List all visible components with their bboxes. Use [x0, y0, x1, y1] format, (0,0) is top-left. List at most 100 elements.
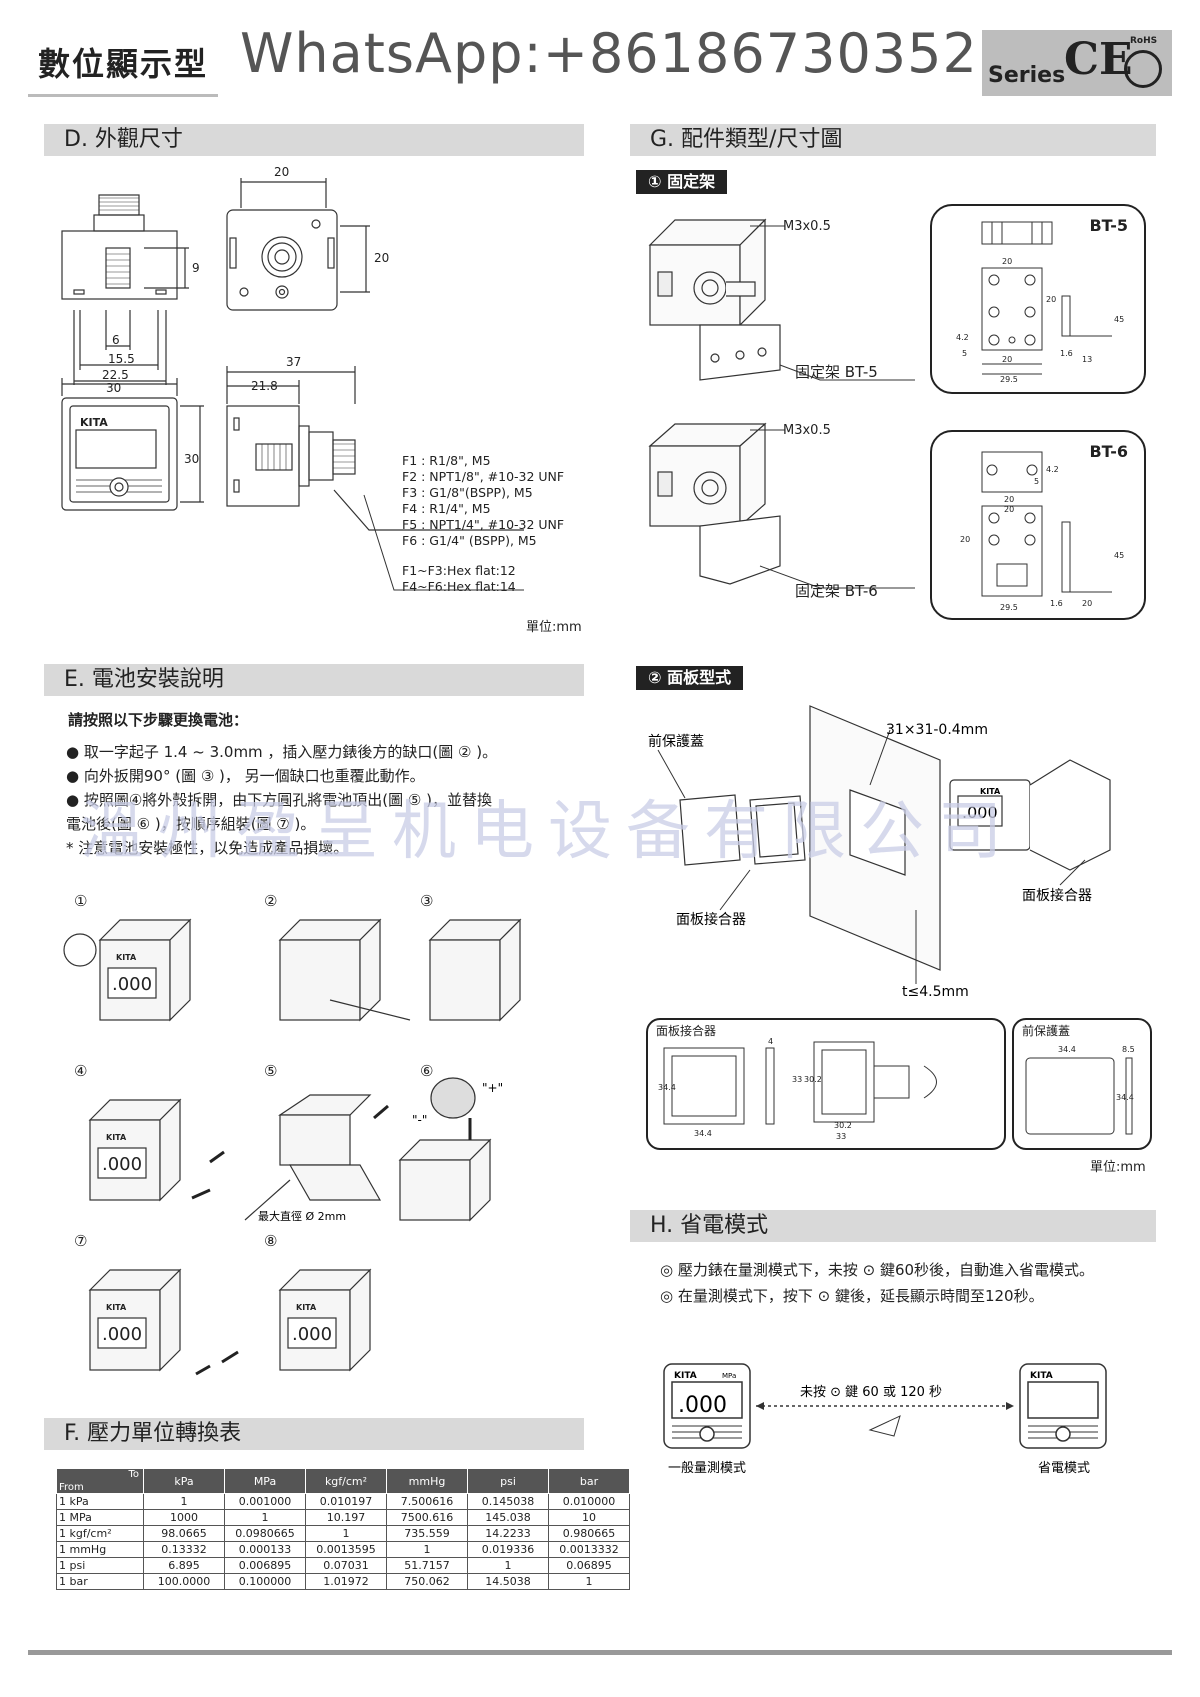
- battery-step-3b: 電池後(圖 ⑥ )，按順序組裝(圖 ⑦ )。: [66, 815, 316, 833]
- col-psi: psi: [467, 1468, 549, 1494]
- rohs-label: RoHS: [1130, 36, 1158, 46]
- adapter-dim-t: 4: [768, 1037, 773, 1046]
- fitting-f2: F2 : NPT1/8", #10-32 UNF: [402, 469, 564, 484]
- value-cell: 10: [548, 1509, 630, 1526]
- panel-display-value: .000: [962, 803, 998, 822]
- bt6-dim-left: 20: [960, 535, 970, 544]
- rohs-leaf-icon: [1124, 50, 1162, 88]
- fig-2-label: ②: [264, 892, 277, 910]
- value-cell: 0.980665: [548, 1525, 630, 1542]
- bt5-dim-width: 29.5: [1000, 375, 1018, 384]
- adapter-dim-h: 34.4: [658, 1083, 676, 1092]
- fig1-display: .000: [112, 974, 152, 995]
- fig-6-label: ⑥: [420, 1062, 433, 1080]
- fig8-display: .000: [292, 1324, 332, 1345]
- panel-adapter-label-right: 面板接合器: [1022, 887, 1092, 904]
- from-to-corner: To From: [56, 1468, 144, 1494]
- row-unit-cell: 1 mmHg: [56, 1541, 144, 1558]
- fitting-f4: F4 : R1/4", M5: [402, 501, 491, 516]
- bt6-dimension-box: BT-6 4.2 5 20 20 20 45 29.5 1.6 20: [930, 430, 1146, 620]
- value-cell: 750.062: [386, 1573, 468, 1590]
- footer-rule: [28, 1650, 1172, 1655]
- normal-mpa-label: MPa: [722, 1372, 736, 1380]
- section-g-header: G. 配件類型/尺寸圖: [630, 124, 1156, 156]
- power-save-line-1: ◎ 壓力錶在量測模式下，未按 ⊙ 鍵60秒後，自動進入省電模式。: [660, 1261, 1095, 1279]
- bt6-illustration: M3x0.5 固定架 BT-6: [648, 422, 915, 600]
- value-cell: 14.2233: [467, 1525, 549, 1542]
- dim-face-height: 30: [184, 452, 199, 466]
- whatsapp-contact: WhatsApp:+8618673035214: [240, 22, 1049, 85]
- battery-steps-illustrations: ① ② ③ ④ ⑤ ⑥ ⑦ ⑧ .000 .000: [63, 892, 522, 1376]
- bt6-dim-height: 45: [1114, 551, 1124, 560]
- timeout-label: 未按 ⊙ 鍵 60 或 120 秒: [800, 1384, 942, 1400]
- fig8-kita: KITA: [296, 1303, 317, 1312]
- value-cell: 1: [224, 1509, 306, 1526]
- value-cell: 0.019336: [467, 1541, 549, 1558]
- col-kpa: kPa: [143, 1468, 225, 1494]
- panel-cutout-dim: 31×31-0.4mm: [886, 722, 988, 738]
- section-h-header: H. 省電模式: [630, 1210, 1156, 1242]
- col-bar: bar: [548, 1468, 630, 1494]
- fitting-f1: F1 : R1/8", M5: [402, 453, 491, 468]
- fig-7-label: ⑦: [74, 1232, 87, 1250]
- fig-4-label: ④: [74, 1062, 87, 1080]
- bt5-label: 固定架 BT-5: [795, 363, 878, 381]
- value-cell: 0.100000: [224, 1573, 306, 1590]
- power-save-line-2: ◎ 在量測模式下，按下 ⊙ 鍵後，延長顯示時間至120秒。: [660, 1287, 1044, 1305]
- bt5-dim-height: 45: [1114, 315, 1124, 324]
- battery-step-2: ● 向外扳開90° (圖 ③ )， 另一個缺口也重覆此動作。: [66, 767, 425, 785]
- to-label: To: [128, 1469, 139, 1480]
- dim-top-width: 20: [274, 165, 289, 179]
- value-cell: 98.0665: [143, 1525, 225, 1542]
- bt5-dim-thick: 1.6: [1060, 349, 1073, 358]
- value-cell: 7500.616: [386, 1509, 468, 1526]
- battery-minus: "-": [412, 1113, 427, 1127]
- save-mode-label: 省電模式: [1038, 1461, 1090, 1476]
- from-label: From: [59, 1482, 84, 1493]
- cover-dim-h: 34.4: [1116, 1093, 1134, 1102]
- battery-step-3: ● 按照圖④將外殼拆開，由下方圓孔將電池頂出(圖 ⑤ )，並替換: [66, 791, 492, 809]
- fig-1-label: ①: [74, 892, 87, 910]
- bt5-dimension-box: BT-5 20 20 45 4.2 5 20 29.5 1.6 13: [930, 204, 1146, 394]
- col-mmhg: mmHg: [386, 1468, 468, 1494]
- value-cell: 1: [143, 1493, 225, 1510]
- cover-dim-w: 34.4: [1058, 1045, 1076, 1054]
- value-cell: 0.06895: [548, 1557, 630, 1574]
- value-cell: 0.0013332: [548, 1541, 630, 1558]
- value-cell: 0.001000: [224, 1493, 306, 1510]
- fig7-kita: KITA: [106, 1303, 127, 1312]
- bt5-dim-pitch: 20: [1002, 355, 1012, 364]
- adapter-dim-302: 30.2: [804, 1075, 822, 1084]
- dim-slot-height: 9: [192, 261, 200, 275]
- adapter-detail-title: 面板接合器: [656, 1024, 717, 1038]
- cover-detail-box: 前保護蓋 34.4 8.5 34.4: [1012, 1018, 1152, 1150]
- bt6-dim-width: 29.5: [1000, 603, 1018, 612]
- dim-slot-span: 15.5: [108, 352, 135, 366]
- fig4-display: .000: [102, 1154, 142, 1175]
- value-cell: 0.006895: [224, 1557, 306, 1574]
- bt6-dim-foot: 20: [1082, 599, 1092, 608]
- adapter-dim-302b: 30.2: [834, 1121, 852, 1130]
- row-unit-cell: 1 kgf/cm²: [56, 1525, 144, 1542]
- value-cell: 145.038: [467, 1509, 549, 1526]
- fitting-f5: F5 : NPT1/4", #10-32 UNF: [402, 517, 564, 532]
- series-badge: Series CE RoHS: [982, 30, 1172, 96]
- section-e-header: E. 電池安裝說明: [44, 664, 584, 696]
- hex-nut: [93, 214, 145, 232]
- value-cell: 1: [467, 1557, 549, 1574]
- pressure-conversion-table: To From kPa MPa kgf/cm² mmHg psi bar 1 k…: [56, 1468, 630, 1590]
- save-kita-logo: KITA: [1030, 1371, 1053, 1381]
- bt6-dim-edge: 5: [1034, 477, 1039, 486]
- row-unit-cell: 1 kPa: [56, 1493, 144, 1510]
- bt6-thread-label: M3x0.5: [783, 423, 831, 438]
- panel-mount-illustration: KITA .000 31×31-0.4mm 前保護蓋 面板接合器 面板接合器 t…: [648, 705, 1111, 1000]
- hex-flat-large: F4~F6:Hex flat:14: [402, 579, 516, 594]
- fig4-kita: KITA: [106, 1133, 127, 1142]
- value-cell: 51.7157: [386, 1557, 468, 1574]
- value-cell: 0.010197: [305, 1493, 387, 1510]
- bt6-title: BT-6: [1089, 442, 1128, 461]
- value-cell: 0.000133: [224, 1541, 306, 1558]
